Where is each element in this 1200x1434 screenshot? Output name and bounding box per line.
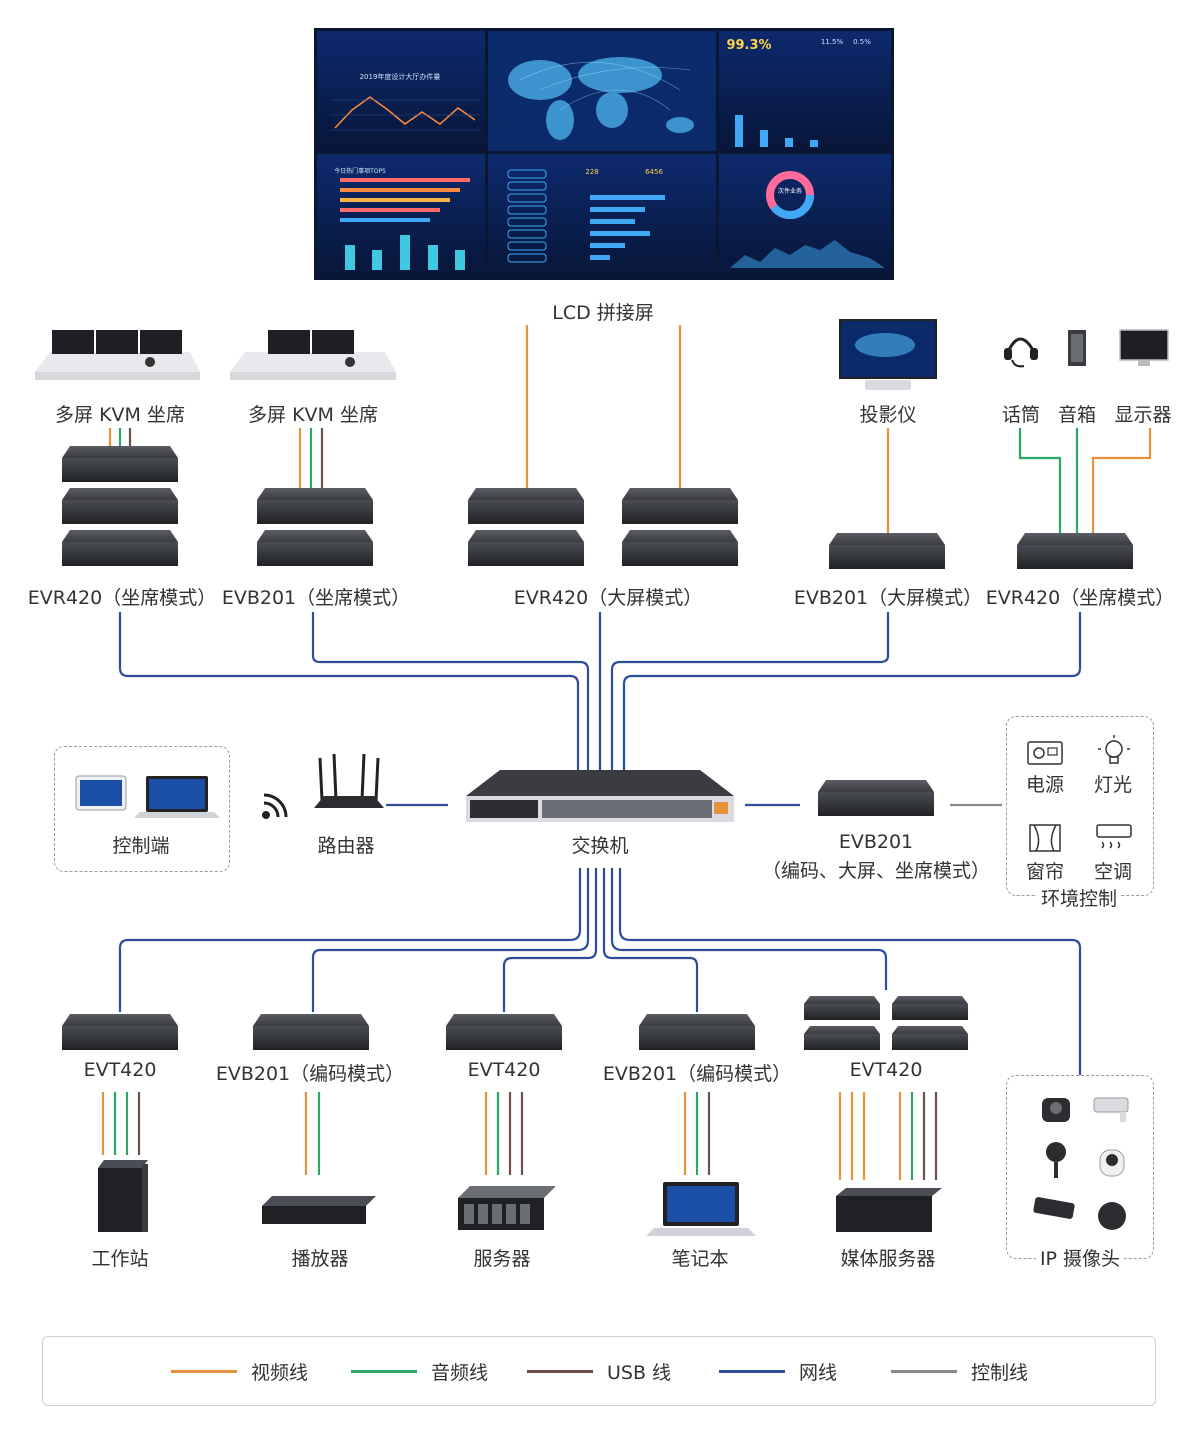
controller-label: 控制端 [112,835,170,857]
evt420-label-1: EVT420 [83,1059,157,1081]
legend-network: 网线 [719,1359,838,1384]
power-label: 电源 [1025,774,1065,796]
screen-sub2: 0.5% [853,38,871,46]
screen-panel1-title: 2019年度设计大厅办件量 [359,73,441,81]
screen-v1: 228 [585,168,599,176]
monitor-icon [1119,329,1169,366]
legend-video: 视频线 [171,1359,309,1384]
evb201-mid-sublabel: （编码、大屏、坐席模式） [761,860,991,882]
power-icon [1027,741,1063,765]
workstation-label: 工作站 [91,1248,149,1270]
evb201-middle-device [818,780,934,816]
dev-label-evb201-wall: EVB201（大屏模式） [793,587,983,609]
legend-control-swatch [891,1369,957,1373]
screen-panel4-title: 今日热门事项TOP5 [334,168,386,175]
ip-camera-box [1006,1075,1154,1259]
kvm-seat-label-2: 多屏 KVM 坐席 [248,404,378,426]
ac-icon [1096,824,1132,849]
wifi-icon [262,793,288,819]
lcd-video-wall: 次件业务 [314,28,894,280]
dev-label-evr420-seat-2: EVR420（坐席模式） [985,587,1175,609]
evb201-enc-label-2: EVB201（编码模式） [602,1063,792,1085]
legend-network-swatch [719,1369,785,1373]
legend-audio: 音频线 [351,1359,489,1384]
projector-label: 投影仪 [859,404,917,426]
legend-usb-swatch [527,1369,593,1373]
switch-image [466,770,734,822]
env-control-label: 环境控制 [1036,884,1122,911]
laptop-label: 笔记本 [671,1248,729,1270]
screen-sub1: 11.5% [820,38,844,46]
screen-v2: 6456 [645,168,663,176]
evb201-mid-label: EVB201 [838,831,914,853]
dev-label-evb201-seat: EVB201（坐席模式） [221,587,411,609]
curtain-label: 窗帘 [1025,861,1065,883]
donut-label: 次件业务 [778,187,802,195]
speaker-icon [1068,330,1086,366]
server-image [458,1186,556,1230]
device-stack-1 [62,446,178,566]
evb201-enc-1 [253,1014,369,1050]
device-stack-3 [468,488,738,566]
evt420-label-3: EVT420 [849,1059,923,1081]
dev-label-evr420-seat-1: EVR420（坐席模式） [27,587,217,609]
light-icon [1098,735,1130,764]
curtain-icon [1029,824,1061,852]
legend-control: 控制线 [891,1359,1029,1384]
media-server-image [836,1188,942,1232]
monitor-label: 显示器 [1114,404,1172,426]
evb201-enc-2 [639,1014,755,1050]
kvm-desk-1 [35,330,200,380]
projector-image [839,319,937,390]
device-4 [829,533,945,569]
controller-group-box [54,746,230,872]
lcd-label: LCD 拼接屏 [552,302,654,324]
kvm-seat-label-1: 多屏 KVM 坐席 [55,404,185,426]
legend-audio-label: 音频线 [431,1361,489,1384]
legend-video-label: 视频线 [251,1361,309,1384]
legend-control-label: 控制线 [971,1361,1029,1384]
legend-video-swatch [171,1369,237,1373]
legend-audio-swatch [351,1369,417,1373]
evt420-1 [62,1014,178,1050]
headset-icon [1004,337,1038,368]
legend: 视频线 音频线 USB 线 网线 控制线 [42,1336,1156,1406]
kvm-desk-2 [230,330,396,380]
laptop-image [646,1182,756,1236]
evt420-2 [446,1014,562,1050]
device-stack-2 [257,488,373,566]
ac-label: 空调 [1093,861,1133,883]
legend-usb: USB 线 [527,1359,672,1384]
speaker-label: 音箱 [1057,404,1097,426]
tablet-laptop-image [75,775,220,818]
legend-network-label: 网线 [799,1361,838,1384]
evt420-label-2: EVT420 [467,1059,541,1081]
dev-label-evr420-wall: EVR420（大屏模式） [513,587,703,609]
media-server-label: 媒体服务器 [840,1248,936,1270]
evb201-enc-label-1: EVB201（编码模式） [215,1063,405,1085]
workstation-image [98,1160,148,1232]
player-image [262,1196,376,1224]
legend-usb-label: USB 线 [607,1361,672,1384]
player-label: 播放器 [291,1248,349,1270]
mic-label: 话筒 [1001,404,1041,426]
evt420-stack [804,996,968,1050]
ip-camera-label: IP 摄像头 [1035,1244,1125,1271]
router-image [314,753,384,808]
ip-camera-icons [1033,1097,1129,1230]
router-label: 路由器 [317,835,375,857]
light-label: 灯光 [1093,774,1133,796]
device-5 [1017,533,1133,569]
screen-big-percent: 99.3% [726,38,772,53]
switch-label: 交换机 [571,835,629,857]
server-label: 服务器 [473,1248,531,1270]
